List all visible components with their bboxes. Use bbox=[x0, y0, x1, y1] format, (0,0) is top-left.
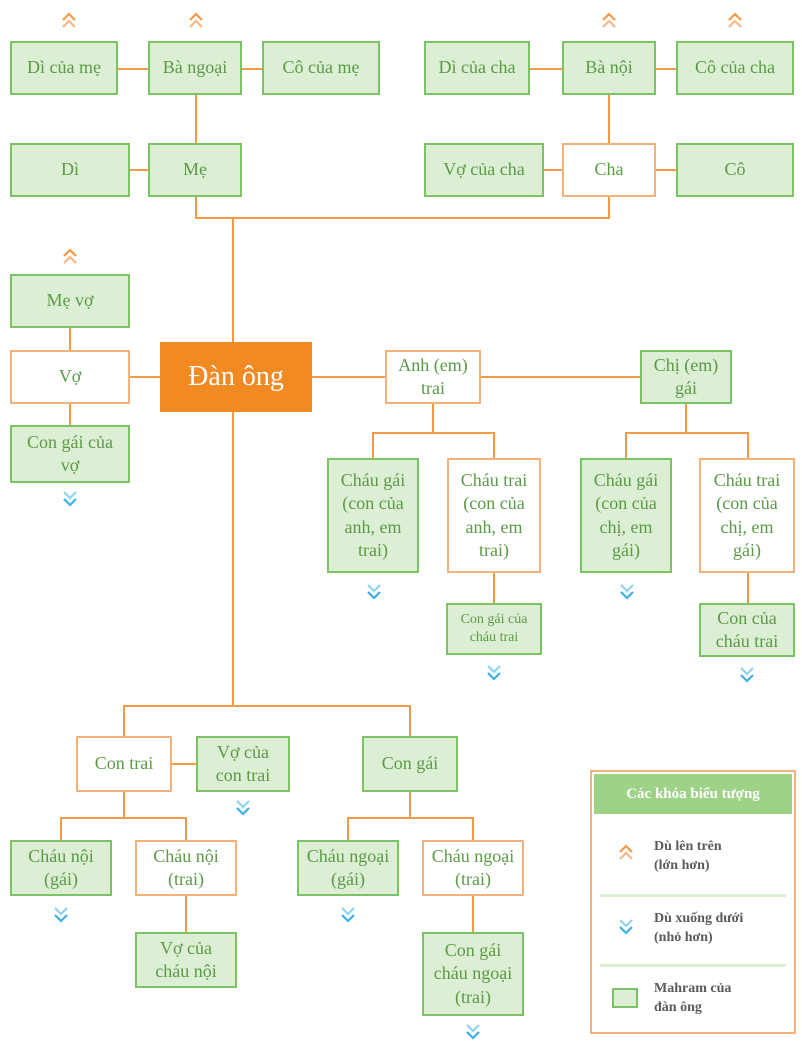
node-chau-gai-chi: Cháu gái (con của chị, em gái) bbox=[580, 458, 672, 573]
node-con-gai-cua-vo: Con gái của vợ bbox=[10, 425, 130, 483]
node-ba-ngoai: Bà ngoại bbox=[148, 41, 242, 95]
legend-mahram-swatch bbox=[612, 988, 638, 1008]
chevron-down-double-icon bbox=[63, 491, 77, 507]
chevron-up-double-icon bbox=[619, 844, 633, 860]
chevron-down-double-icon bbox=[54, 907, 68, 923]
legend: Các khóa biểu tượng Dù lên trên (lớn hơn… bbox=[590, 770, 796, 1034]
node-vo-cua-cha: Vợ của cha bbox=[424, 143, 544, 197]
node-dan-ong: Đàn ông bbox=[160, 342, 312, 412]
chevron-down-double-icon bbox=[620, 584, 634, 600]
legend-mahram-label: Mahram của đàn ông bbox=[654, 981, 732, 1015]
chevron-up-double-icon bbox=[189, 12, 203, 28]
node-di-cua-cha: Dì của cha bbox=[424, 41, 530, 95]
legend-divider bbox=[600, 964, 786, 967]
chevron-down-double-icon bbox=[619, 919, 633, 935]
node-chi-em-gai: Chị (em) gái bbox=[640, 350, 732, 404]
node-chau-ngoai-gai: Cháu ngoại (gái) bbox=[297, 840, 399, 896]
node-co: Cô bbox=[676, 143, 794, 197]
node-vo-cua-chau-noi: Vợ của cháu nội bbox=[135, 932, 237, 988]
node-chau-ngoai-trai: Cháu ngoại (trai) bbox=[422, 840, 524, 896]
legend-up-label: Dù lên trên (lớn hơn) bbox=[654, 839, 722, 873]
node-co-cua-me: Cô của mẹ bbox=[262, 41, 380, 95]
chevron-down-double-icon bbox=[487, 665, 501, 681]
node-con-gai-chau-ngoai: Con gái cháu ngoại (trai) bbox=[422, 932, 524, 1016]
node-me-vo: Mẹ vợ bbox=[10, 274, 130, 328]
node-co-cua-cha: Cô của cha bbox=[676, 41, 794, 95]
node-vo-cua-con-trai: Vợ của con trai bbox=[196, 736, 290, 792]
node-di-cua-me: Dì của mẹ bbox=[10, 41, 118, 95]
node-con-gai-cua-chau-trai-1: Con gái của cháu trai bbox=[446, 603, 542, 655]
node-chau-gai-anh: Cháu gái (con của anh, em trai) bbox=[327, 458, 419, 573]
node-cha: Cha bbox=[562, 143, 656, 197]
legend-title: Các khóa biểu tượng bbox=[594, 774, 792, 814]
node-anh-em-trai: Anh (em) trai bbox=[385, 350, 481, 404]
chevron-down-double-icon bbox=[341, 907, 355, 923]
chevron-down-double-icon bbox=[466, 1024, 480, 1040]
chevron-down-double-icon bbox=[740, 667, 754, 683]
node-me: Mẹ bbox=[148, 143, 242, 197]
legend-divider bbox=[600, 894, 786, 897]
node-ba-noi: Bà nội bbox=[562, 41, 656, 95]
chevron-up-double-icon bbox=[602, 12, 616, 28]
legend-down-label: Dù xuống dưới (nhỏ hơn) bbox=[654, 911, 744, 945]
chevron-up-double-icon bbox=[728, 12, 742, 28]
chevron-up-double-icon bbox=[62, 12, 76, 28]
node-di: Dì bbox=[10, 143, 130, 197]
node-vo: Vợ bbox=[10, 350, 130, 404]
node-con-gai: Con gái bbox=[362, 736, 458, 792]
chevron-down-double-icon bbox=[236, 800, 250, 816]
node-con-trai: Con trai bbox=[76, 736, 172, 792]
node-chau-noi-trai: Cháu nội (trai) bbox=[135, 840, 237, 896]
chevron-up-double-icon bbox=[63, 248, 77, 264]
node-con-cua-chau-trai-2: Con của cháu trai bbox=[699, 603, 795, 657]
node-chau-trai-anh: Cháu trai (con của anh, em trai) bbox=[447, 458, 541, 573]
node-chau-trai-chi: Cháu trai (con của chị, em gái) bbox=[699, 458, 795, 573]
chevron-down-double-icon bbox=[367, 584, 381, 600]
node-chau-noi-gai: Cháu nội (gái) bbox=[10, 840, 112, 896]
